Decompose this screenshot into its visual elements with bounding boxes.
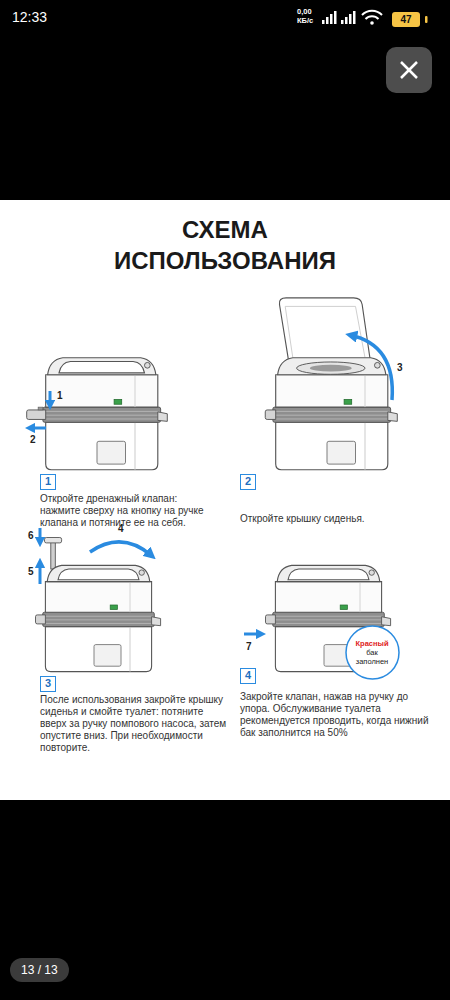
toilet-step-3 — [36, 538, 161, 672]
action-arrow — [350, 335, 392, 400]
valve-handle — [266, 615, 276, 624]
signal-bar — [345, 17, 348, 24]
close-cross — [401, 62, 417, 78]
callout-number: 3 — [397, 362, 403, 374]
status-time: 12:33 — [12, 9, 47, 25]
action-arrow — [90, 542, 152, 556]
close-button — [386, 47, 432, 93]
signal-bar — [322, 20, 325, 24]
toilet-step-2 — [265, 298, 397, 470]
wifi-dot — [370, 21, 374, 25]
wifi-arc — [366, 16, 379, 19]
seat — [297, 362, 365, 374]
step-text: Закройте клапан, нажав на ручку до упора… — [240, 691, 440, 739]
closed-lid — [288, 569, 369, 580]
lid-edge — [285, 306, 365, 357]
toilet-body — [43, 565, 161, 671]
step-text: Откройте крышку сиденья. — [240, 513, 430, 525]
node-text: 2 — [243, 475, 253, 488]
valve-handle — [36, 615, 46, 624]
callout-circle-outline — [346, 626, 399, 679]
node-text: 47 — [394, 12, 418, 27]
node-text: Красный — [355, 639, 388, 648]
battery-tip — [425, 16, 428, 23]
signal-bar — [326, 17, 329, 24]
closed-lid — [59, 362, 145, 373]
node-text: 13 / 13 — [21, 963, 58, 977]
signal-bar — [349, 14, 352, 24]
zoom-callout: Красныйбак заполнен — [345, 625, 400, 680]
signal-bar — [353, 11, 356, 24]
callout-number: 5 — [28, 566, 34, 578]
node-text: 4 — [243, 669, 253, 682]
callout-number: 4 — [118, 523, 124, 535]
diagram-title: СХЕМА ИСПОЛЬЗОВАНИЯ — [80, 214, 370, 276]
step-badge: 1 — [40, 474, 56, 490]
closed-lid — [58, 569, 139, 580]
toilet-body — [43, 358, 167, 470]
pump-handle — [45, 538, 62, 543]
net-speed-unit: КБ/с — [297, 16, 313, 25]
seat-opening — [310, 365, 352, 372]
signal-bar — [330, 14, 333, 24]
callout-number: 1 — [57, 390, 63, 402]
step-badge: 4 — [240, 668, 256, 684]
action-arrow — [39, 528, 42, 543]
action-arrow — [49, 391, 52, 406]
valve-handle — [265, 410, 275, 420]
step-text: После использования закройте крышку сиде… — [40, 694, 232, 754]
step-text: Откройте дренажный клапан: нажмите сверх… — [40, 493, 215, 529]
net-speed: 0,00 — [297, 7, 312, 16]
wifi-arc — [362, 11, 382, 15]
node-text: бак заполнен — [352, 648, 392, 666]
step-badge: 2 — [240, 474, 256, 490]
pump-rod — [51, 542, 56, 569]
action-arrow — [39, 562, 42, 584]
callout-number: 6 — [28, 530, 34, 542]
signal-icon — [322, 11, 356, 24]
signal-bar — [341, 20, 344, 24]
image-sheet — [0, 200, 450, 800]
battery-level: 47 — [392, 12, 420, 27]
toilet-step-1 — [27, 358, 168, 470]
wifi-icon — [362, 11, 382, 25]
callout-number: 7 — [246, 641, 252, 653]
action-arrow — [244, 633, 262, 636]
step-badge: 3 — [40, 676, 56, 692]
node-text: 3 — [43, 677, 53, 690]
page-counter: 13 / 13 — [10, 958, 69, 982]
action-arrow — [29, 427, 46, 430]
close-cross — [401, 62, 417, 78]
toilet-body — [273, 358, 397, 470]
handle-button — [38, 407, 43, 410]
valve-handle-pulled — [27, 410, 46, 420]
signal-bar — [334, 11, 337, 24]
callout-number: 2 — [30, 434, 36, 446]
open-lid — [279, 298, 370, 364]
node-text: 1 — [43, 475, 53, 488]
